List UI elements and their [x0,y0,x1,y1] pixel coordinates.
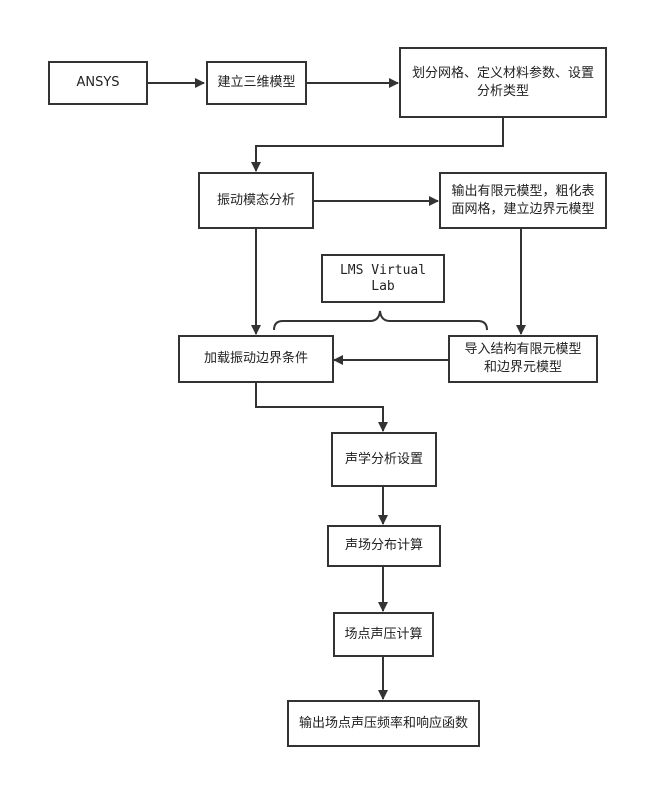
node-sound-field-distribution-label: 声场分布计算 [344,538,423,553]
node-import-models-line1: 导入结构有限元模型 [464,342,582,357]
node-acoustic-setup: 声学分析设置 [331,432,437,487]
node-ansys: ANSYS [48,61,148,105]
node-export-fem-model: 输出有限元模型，粗化表 面网格，建立边界元模型 [439,172,607,229]
node-mesh-material-setup-line1: 划分网格、定义材料参数、设置 [411,65,594,81]
node-field-point-pressure: 场点声压计算 [333,612,434,657]
node-build-3d-model: 建立三维模型 [206,61,307,105]
node-load-boundary-conditions-label: 加载振动边界条件 [203,351,308,366]
node-build-3d-model-label: 建立三维模型 [217,75,296,90]
node-load-boundary-conditions: 加载振动边界条件 [178,335,334,383]
lms-grouping-brace [273,310,488,331]
node-lms-virtual-lab: LMS Virtual Lab [321,254,445,303]
node-modal-analysis: 振动模态分析 [198,172,314,229]
node-sound-field-distribution: 声场分布计算 [327,525,441,567]
node-output-frf-label: 输出场点声压频率和响应函数 [298,715,468,731]
node-lms-virtual-lab-line1: LMS Virtual [339,262,427,278]
node-ansys-label: ANSYS [76,75,120,90]
edge-mesh-to-modal [251,118,504,172]
node-import-models: 导入结构有限元模型 和边界元模型 [448,335,598,383]
node-mesh-material-setup: 划分网格、定义材料参数、设置 分析类型 [399,47,607,118]
node-modal-analysis-label: 振动模态分析 [216,192,295,208]
node-import-models-line2: 和边界元模型 [483,360,562,375]
node-export-fem-model-line2: 面网格，建立边界元模型 [451,201,595,217]
node-export-fem-model-line1: 输出有限元模型，粗化表 [451,183,595,199]
node-field-point-pressure-label: 场点声压计算 [344,626,423,642]
node-lms-virtual-lab-line2: Lab [371,278,395,294]
node-acoustic-setup-label: 声学分析设置 [344,451,423,467]
node-mesh-material-setup-line2: 分析类型 [476,83,529,99]
node-output-frf: 输出场点声压频率和响应函数 [287,700,480,747]
edge-load-bc-to-acoustic [255,383,388,432]
